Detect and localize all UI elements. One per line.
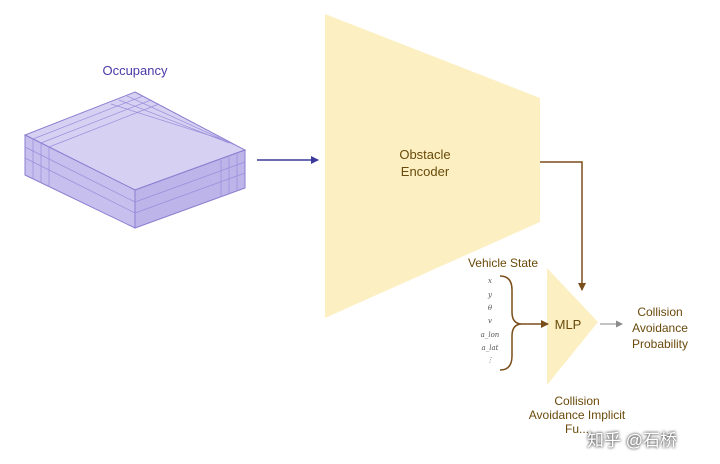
state-var-more: ⋮ [486,356,494,364]
output-label: Collision Avoidance Probability [631,305,689,351]
mlp-block [547,268,598,385]
implicit-function-label: Collision Avoidance Implicit Fu... [528,394,626,436]
encoder-label: Obstacle Encoder [399,147,451,179]
encoder-block [325,14,540,318]
vehicle-state-brace [499,275,523,371]
vehicle-state-label: Vehicle State [467,256,539,270]
state-var-alon: a_lon [480,331,500,339]
state-var-theta: θ [487,304,493,312]
occupancy-front-right-face [134,149,246,229]
arrow-encoder-to-mlp [540,161,586,291]
occupancy-label: Occupancy [102,63,168,78]
state-var-x: x [488,277,492,285]
state-var-y: y [488,291,492,299]
state-var-v: v [488,317,492,325]
watermark: 知乎 @石桥 [587,431,677,450]
state-var-alat: a_lat [481,344,499,352]
occupancy-grid [23,91,247,229]
mlp-label: MLP [554,317,582,332]
occupancy-grid-lines [24,95,246,214]
